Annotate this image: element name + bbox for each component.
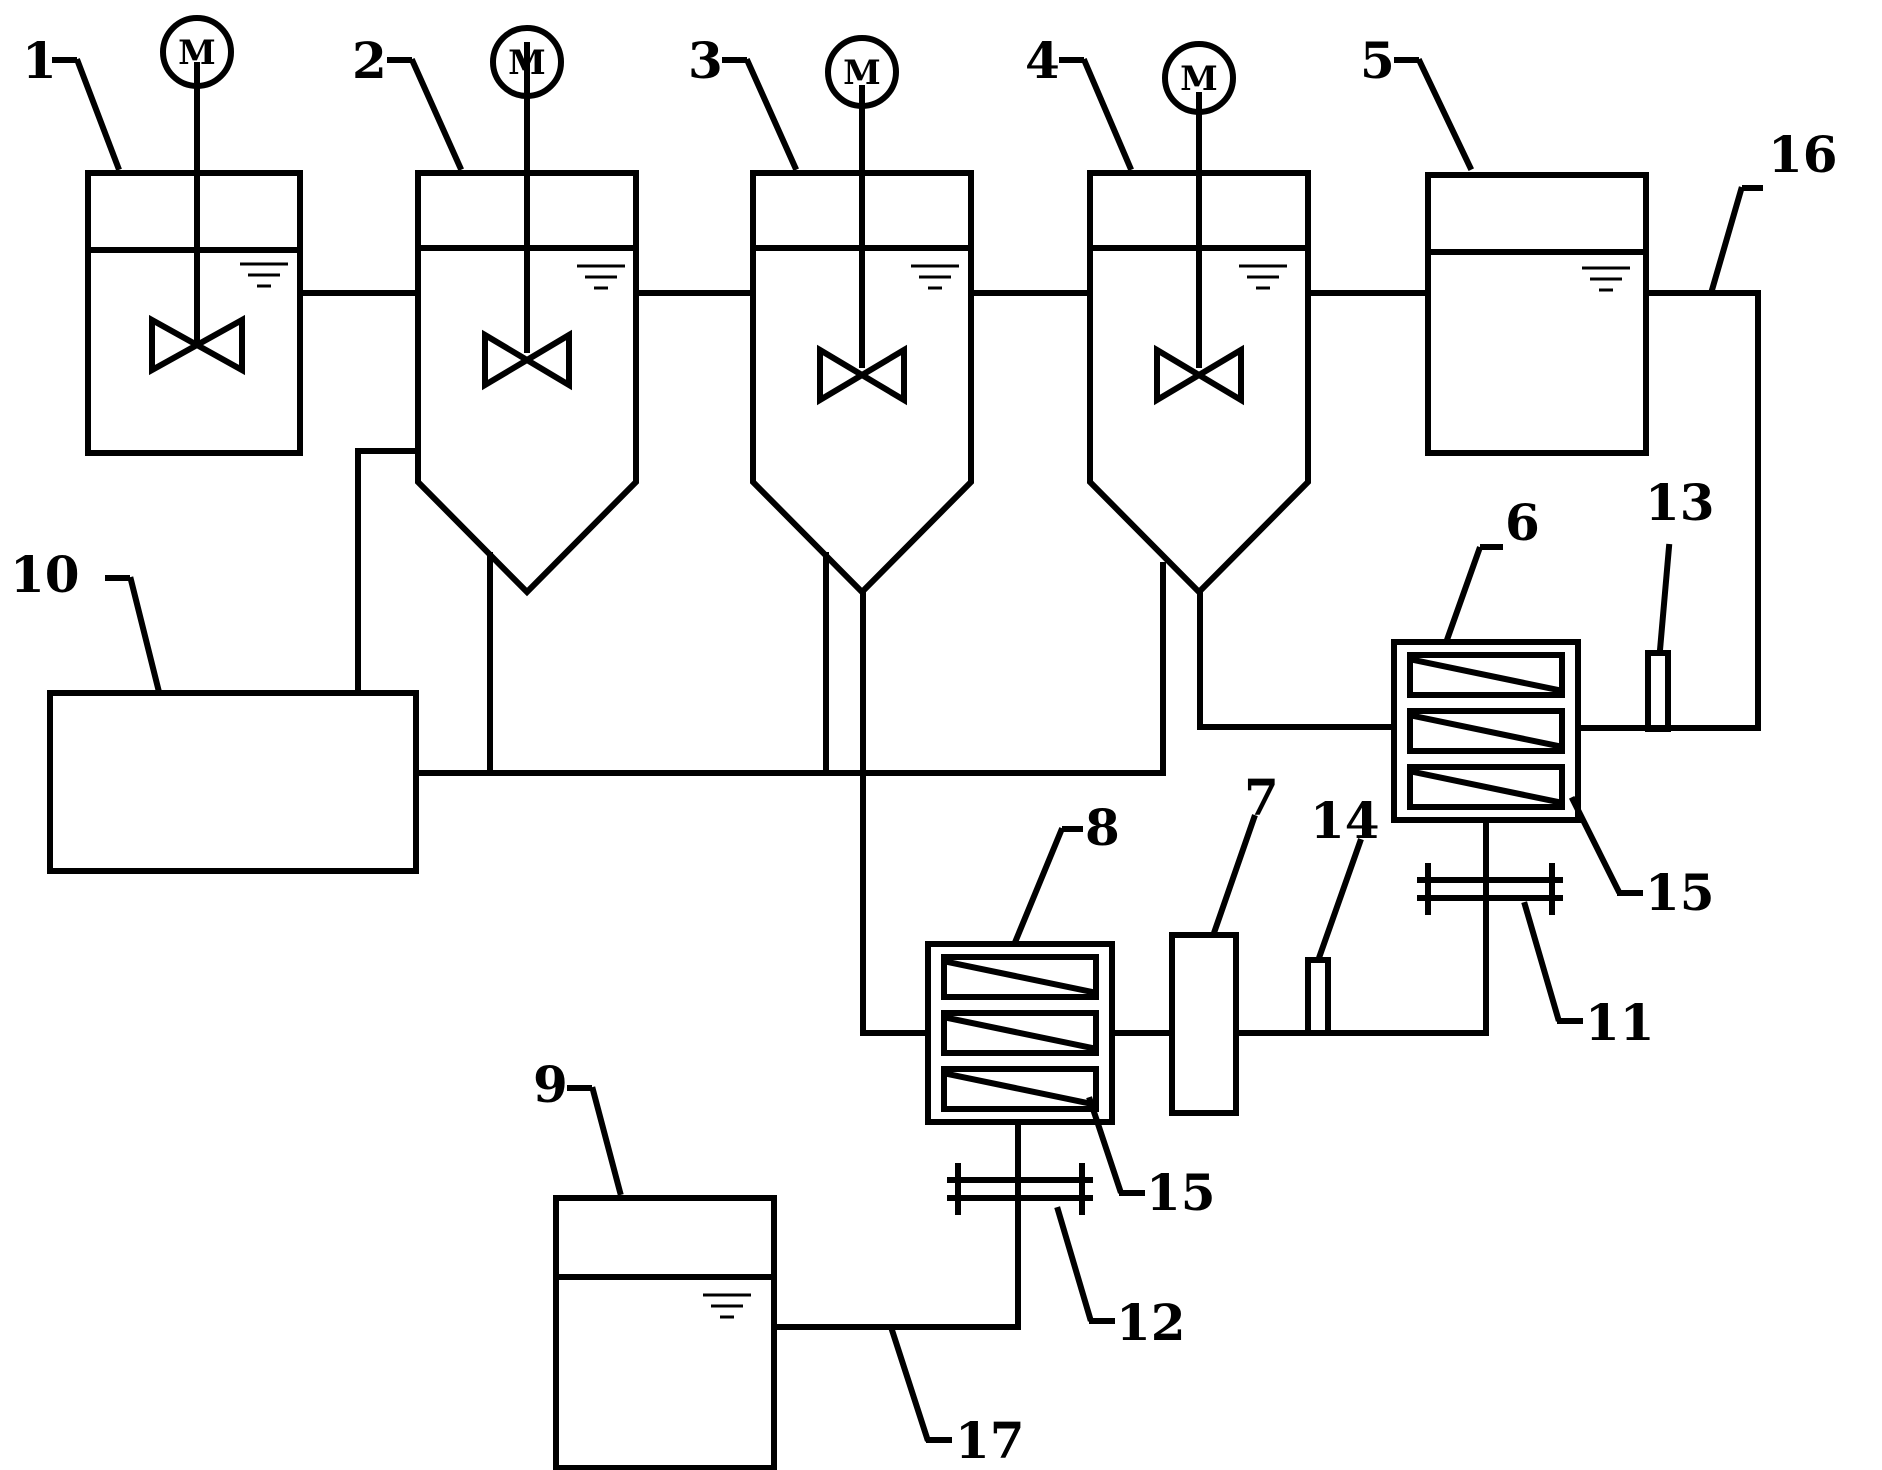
label-2: 2 xyxy=(352,31,387,90)
leader-lines xyxy=(52,57,1763,1443)
label-3: 3 xyxy=(688,31,723,90)
tank-2 xyxy=(415,42,639,597)
tank-5 xyxy=(1425,172,1649,456)
piping xyxy=(297,290,1761,1330)
label-7: 7 xyxy=(1244,768,1279,827)
label-12: 12 xyxy=(1116,1293,1186,1352)
sensor-13 xyxy=(1645,650,1671,732)
sensor-14 xyxy=(1305,957,1331,1036)
label-9: 9 xyxy=(533,1055,568,1114)
motor-4: M xyxy=(1162,41,1236,115)
label-11: 11 xyxy=(1585,993,1655,1052)
motor-2-label: M xyxy=(508,43,546,83)
tank-10 xyxy=(47,690,419,874)
label-15b: 15 xyxy=(1146,1163,1216,1222)
membrane-module-6 xyxy=(1391,639,1581,823)
motor-3: M xyxy=(825,35,899,109)
number-labels: 1 2 3 4 5 16 10 6 13 8 7 14 15 11 15 12 … xyxy=(10,31,1838,1470)
tank-9 xyxy=(553,1195,777,1470)
label-16: 16 xyxy=(1768,125,1838,184)
label-8: 8 xyxy=(1085,798,1120,857)
label-6: 6 xyxy=(1505,493,1540,552)
label-17: 17 xyxy=(955,1411,1025,1470)
label-13: 13 xyxy=(1645,473,1715,532)
motor-2: M xyxy=(490,25,564,99)
membrane-module-8 xyxy=(925,941,1115,1125)
motor-1: M xyxy=(160,15,234,89)
motor-4-label: M xyxy=(1180,59,1218,99)
motor-1-label: M xyxy=(178,33,216,73)
tank-3 xyxy=(750,85,974,597)
tank-4 xyxy=(1087,92,1311,597)
pump-11 xyxy=(1417,863,1563,915)
motor-3-label: M xyxy=(843,53,881,93)
tank-1 xyxy=(85,62,303,456)
label-1: 1 xyxy=(22,31,57,90)
label-10: 10 xyxy=(10,545,80,604)
label-15a: 15 xyxy=(1645,863,1715,922)
label-14: 14 xyxy=(1310,791,1380,850)
label-4: 4 xyxy=(1025,31,1060,90)
label-5: 5 xyxy=(1360,31,1395,90)
unit-7 xyxy=(1169,932,1239,1116)
